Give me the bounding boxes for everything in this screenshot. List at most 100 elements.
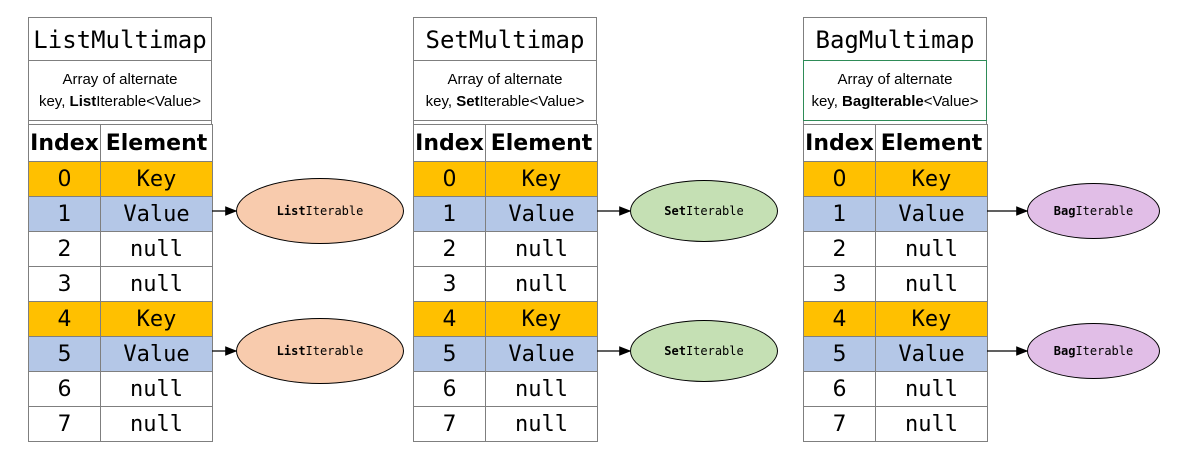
row-index: 3 (413, 266, 486, 302)
description-line-1: Array of alternate (837, 70, 953, 88)
row-element: null (100, 231, 213, 267)
node-rest: Iterable (305, 344, 364, 358)
header-element: Element (100, 124, 213, 162)
row-element: Key (485, 301, 598, 337)
row-element: Value (100, 336, 213, 372)
node-bold: Bag (1053, 204, 1076, 218)
description-prefix: key, (425, 92, 457, 110)
row-index: 7 (803, 406, 876, 442)
node-bold: Set (664, 344, 686, 358)
row-index: 5 (28, 336, 101, 372)
row-element: Value (875, 336, 988, 372)
row-index: 1 (28, 196, 101, 232)
row-element: Value (485, 336, 598, 372)
description-line-2: key, SetIterable<Value> (414, 91, 596, 113)
row-element: null (100, 406, 213, 442)
table-header: Index Element (28, 124, 213, 162)
node-rest: Iterable (685, 204, 744, 218)
node-bold: List (276, 344, 306, 358)
node-bold: Set (664, 204, 686, 218)
divider (413, 121, 597, 124)
header-index: Index (803, 124, 876, 162)
row-index: 0 (803, 161, 876, 197)
row-index: 3 (28, 266, 101, 302)
row-index: 5 (803, 336, 876, 372)
node-rest: Iterable (685, 344, 744, 358)
description-bold: Set (456, 92, 480, 110)
panel-description: Array of alternate key, SetIterable<Valu… (413, 60, 597, 121)
node-rest: Iterable (305, 204, 364, 218)
description-line-1: Array of alternate (62, 70, 178, 88)
row-element: null (875, 266, 988, 302)
description-rest: <Value> (923, 92, 979, 110)
row-index: 1 (413, 196, 486, 232)
row-element: null (100, 266, 213, 302)
row-index: 0 (413, 161, 486, 197)
listmultimap-panel: ListMultimap Array of alternate key, Lis… (28, 17, 213, 442)
row-index: 7 (413, 406, 486, 442)
description-prefix: key, (811, 92, 843, 110)
table-header: Index Element (413, 124, 598, 162)
row-element: null (875, 371, 988, 407)
row-element: null (100, 371, 213, 407)
description-bold: BagIterable (842, 92, 924, 110)
node-bold: Bag (1053, 344, 1076, 358)
row-index: 5 (413, 336, 486, 372)
panel-title: SetMultimap (413, 17, 597, 60)
row-element: Value (875, 196, 988, 232)
description-line-2: key, BagIterable<Value> (804, 91, 986, 113)
description-line-2: key, ListIterable<Value> (29, 91, 211, 113)
header-index: Index (413, 124, 486, 162)
row-element: null (485, 266, 598, 302)
row-element: null (875, 406, 988, 442)
header-element: Element (485, 124, 598, 162)
row-element: Value (485, 196, 598, 232)
row-index: 4 (803, 301, 876, 337)
table-header: Index Element (803, 124, 988, 162)
description-rest: Iterable<Value> (96, 92, 202, 110)
node-bold: List (276, 204, 306, 218)
setmultimap-panel: SetMultimap Array of alternate key, SetI… (413, 17, 598, 442)
row-index: 6 (28, 371, 101, 407)
panel-description: Array of alternate key, ListIterable<Val… (28, 60, 212, 121)
row-element: null (485, 371, 598, 407)
row-element: Key (875, 301, 988, 337)
divider (28, 121, 212, 124)
row-element: Key (100, 301, 213, 337)
row-index: 2 (413, 231, 486, 267)
description-bold: List (69, 92, 97, 110)
description-rest: Iterable<Value> (479, 92, 585, 110)
bagmultimap-panel: BagMultimap Array of alternate key, BagI… (803, 17, 988, 442)
node-rest: Iterable (1075, 344, 1134, 358)
row-element: null (485, 231, 598, 267)
row-index: 2 (28, 231, 101, 267)
row-index: 0 (28, 161, 101, 197)
